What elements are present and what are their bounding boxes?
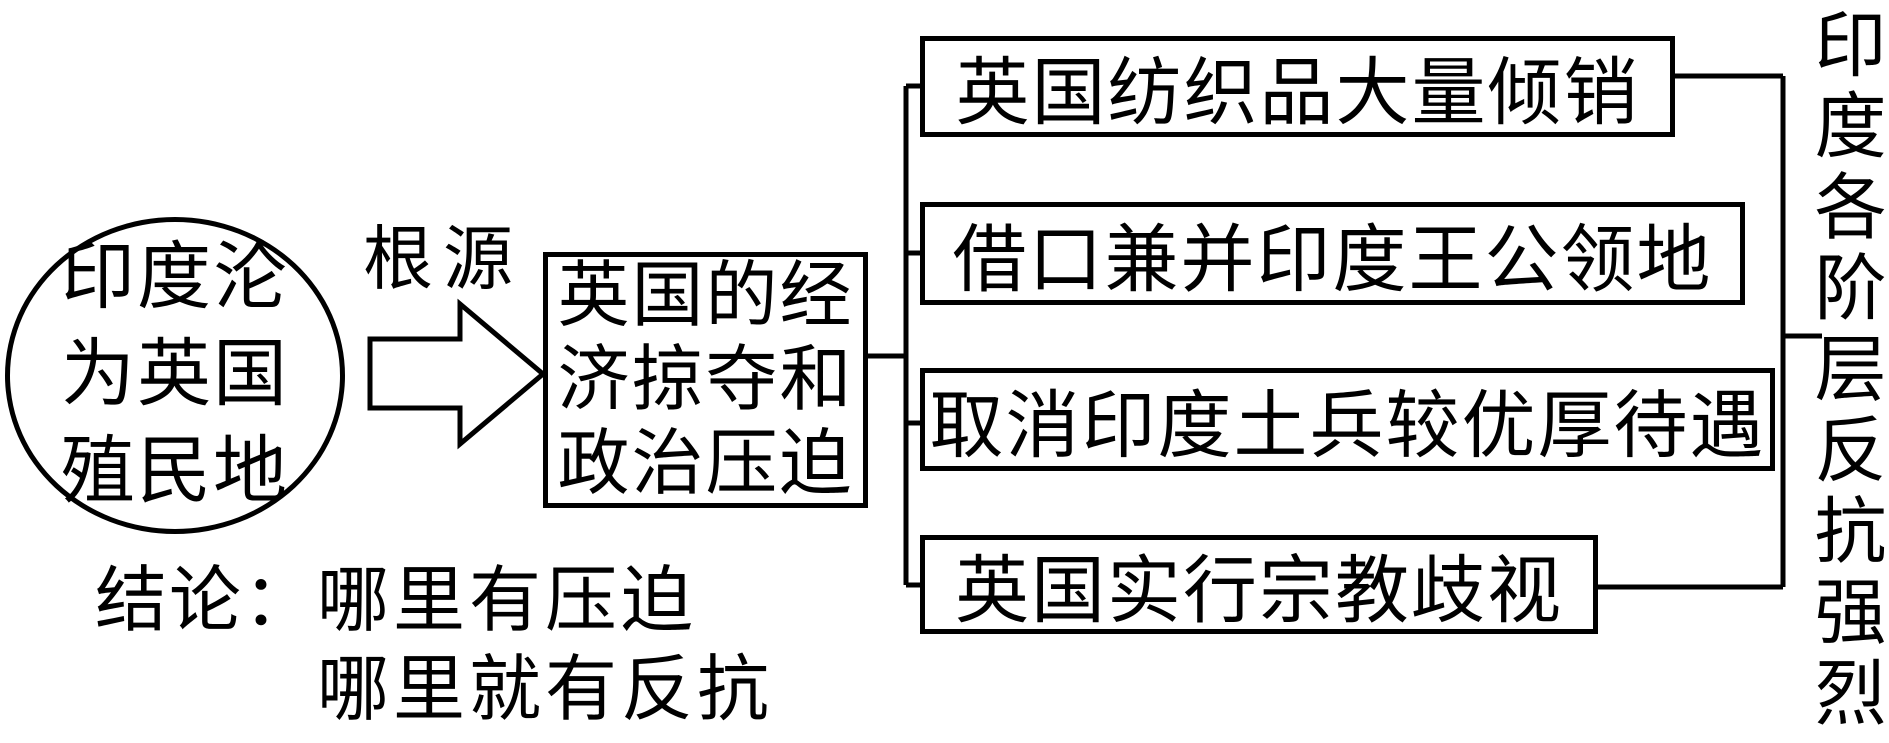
result-node: 印度各阶层反抗强烈 bbox=[1803, 7, 1883, 736]
root-node-line: 英国的经 bbox=[557, 256, 854, 336]
branch-box-religious-discrimination: 英国实行宗教歧视 bbox=[920, 535, 1598, 634]
root-node: 英国的经 济掠夺和 政治压迫 bbox=[543, 252, 868, 508]
branch-box-sepoy-treatment: 取消印度土兵较优厚待遇 bbox=[920, 368, 1775, 471]
cause-node-line: 殖民地 bbox=[61, 431, 289, 513]
right-bracket bbox=[1598, 73, 1822, 590]
cause-node-line: 印度沦 bbox=[61, 237, 289, 319]
arrow-label: 根源 bbox=[363, 222, 523, 299]
root-node-line: 济掠夺和 bbox=[557, 340, 854, 420]
cause-node: 印度沦 为英国 殖民地 bbox=[5, 217, 345, 534]
conclusion-lines: 哪里有压迫 哪里就有反抗 bbox=[317, 557, 773, 735]
conclusion-line: 哪里有压迫 bbox=[317, 561, 698, 641]
branch-box-annex-territories: 借口兼并印度王公领地 bbox=[920, 202, 1745, 305]
cause-node-line: 为英国 bbox=[61, 334, 289, 416]
left-bracket bbox=[866, 83, 922, 588]
conclusion: 结论： 哪里有压迫 哪里就有反抗 bbox=[95, 557, 773, 735]
root-node-line: 政治压迫 bbox=[557, 424, 854, 504]
branch-box-textile-dumping: 英国纺织品大量倾销 bbox=[920, 36, 1675, 137]
conclusion-line: 哪里就有反抗 bbox=[317, 650, 774, 730]
block-arrow-icon bbox=[367, 298, 547, 450]
conclusion-label: 结论： bbox=[95, 561, 318, 641]
